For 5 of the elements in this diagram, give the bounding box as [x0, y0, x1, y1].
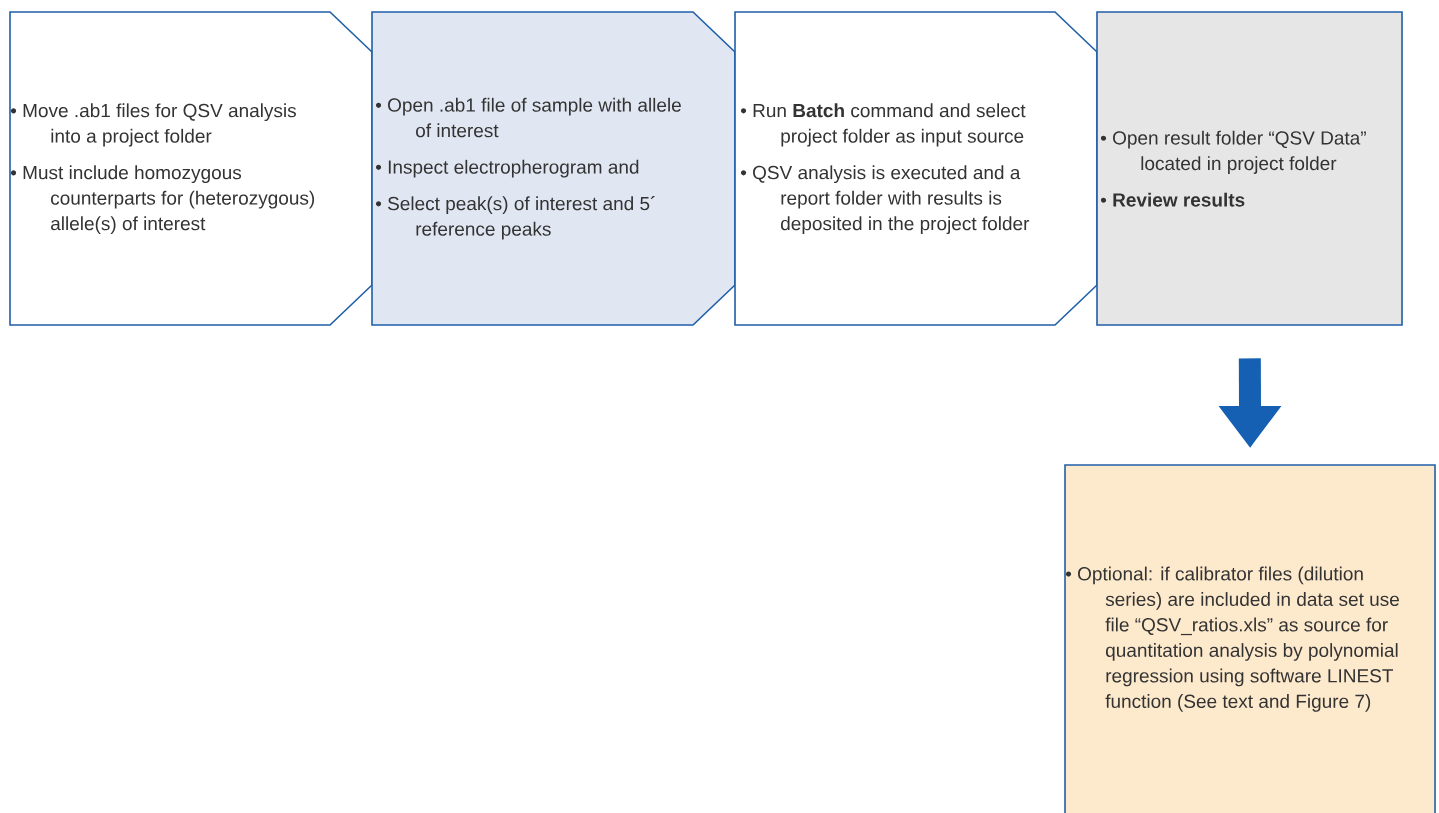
step-box: • Open .ab1 file of sample with allele of interest • Inspect electropherogram and • Select peak(s) of interest and 5´ reference peaks: [371, 11, 736, 326]
step-box: • Open result folder “QSV Data” located in project folder • Review results: [1096, 11, 1403, 326]
step-box: • Optional: if calibrator files (dilution series) are included in data set use file “QSV_ratios.xls” as source for quantitation analysis by polynomial regression using software LINEST function (See text and Figure 7): [1064, 464, 1436, 813]
step-box: • Move .ab1 files for QSV analysis into a project folder • Must include homozygous counterparts for (heterozygous) allele(s) of interest: [9, 11, 373, 326]
step-box: • Run Batch command and select project folder as input source • QSV analysis is executed and a report folder with results is deposited in the project folder: [734, 11, 1098, 326]
